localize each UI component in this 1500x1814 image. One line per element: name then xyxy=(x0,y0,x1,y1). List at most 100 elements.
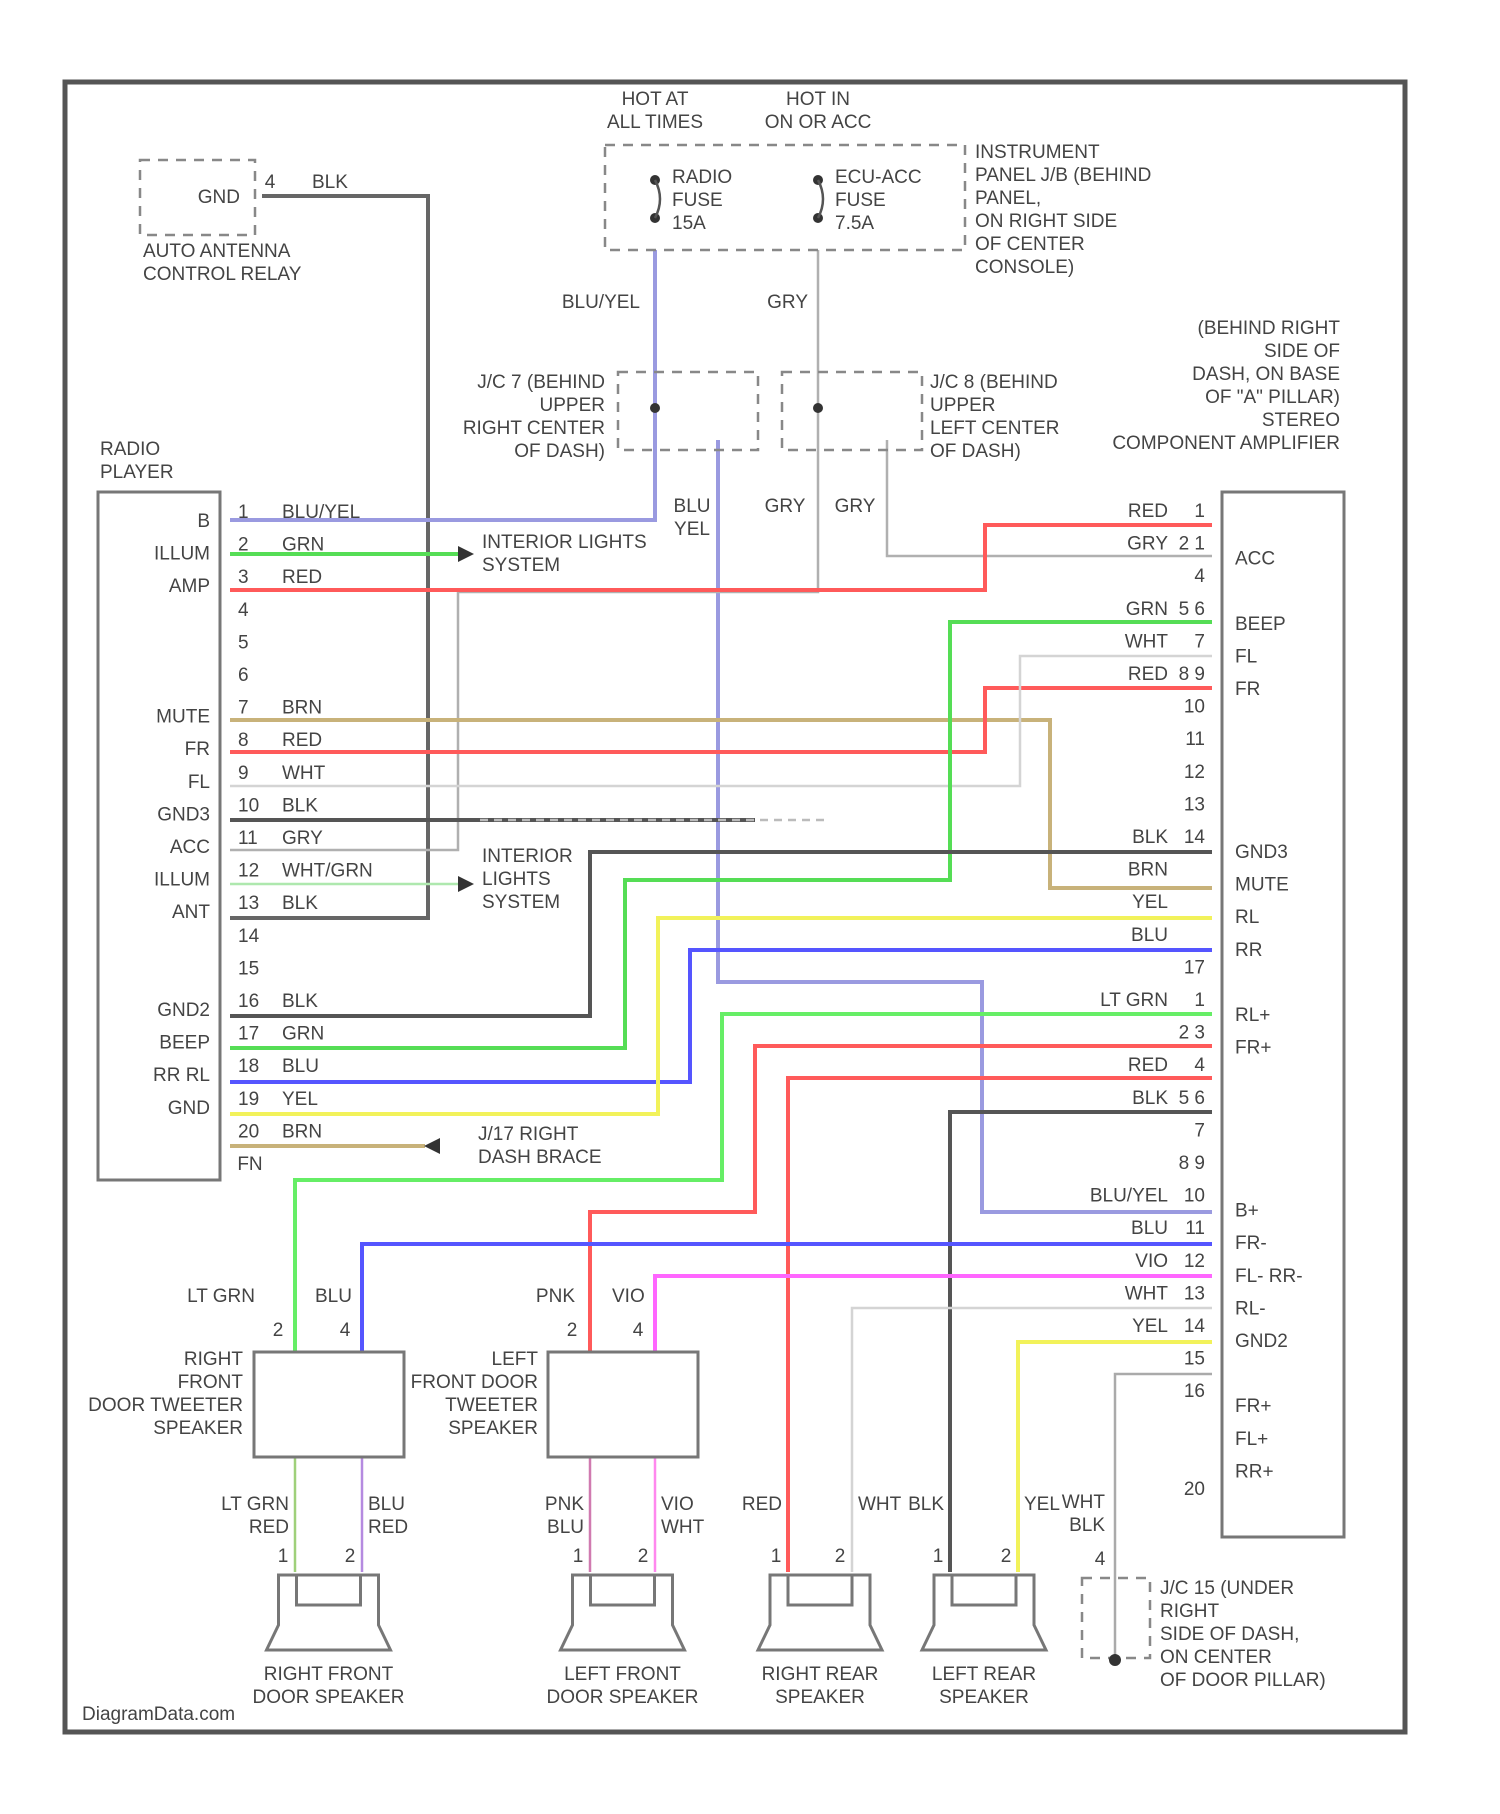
radio-pin-name: ILLUM xyxy=(154,544,210,565)
wire-red-amp xyxy=(230,525,1212,590)
label-speaker-w1: BLK xyxy=(908,1494,944,1515)
amp-pin-wire: GRN xyxy=(1126,599,1168,620)
amp-pin-name: ACC xyxy=(1235,549,1275,570)
amp-pin-name: GND3 xyxy=(1235,842,1288,863)
radio-pin-name: MUTE xyxy=(156,707,210,728)
amp-pin-num: 14 xyxy=(1184,827,1206,848)
radio-pin-num: 12 xyxy=(238,861,259,882)
amp-pin-name: FL+ xyxy=(1235,1429,1268,1450)
label-speaker-p1: 1 xyxy=(573,1546,584,1567)
radio-pin-num: 7 xyxy=(238,698,249,719)
label-antenna-pin: 4 xyxy=(265,172,276,193)
radio-pin-name: B xyxy=(197,511,210,532)
wire-blk-gnd2 xyxy=(230,852,1212,1016)
right-tweeter-box xyxy=(254,1352,404,1457)
amp-pin-num: 2 3 xyxy=(1179,1023,1205,1044)
radio-pin-wire: WHT/GRN xyxy=(282,861,373,882)
amp-pin-name: FR xyxy=(1235,679,1260,700)
radio-pin-name: GND2 xyxy=(157,1000,210,1021)
label-speaker-p2: 2 xyxy=(638,1546,649,1567)
amp-pin-num: 5 6 xyxy=(1179,599,1205,620)
amp-pin-name: BEEP xyxy=(1235,614,1286,635)
label-speaker-w2: YEL xyxy=(1024,1494,1060,1515)
label-left-tweeter: LEFTFRONT DOORTWEETERSPEAKER xyxy=(411,1349,539,1439)
amp-pin-wire: BRN xyxy=(1128,860,1168,881)
amp-pin-wire: BLK xyxy=(1132,1088,1168,1109)
amp-pin-num: 11 xyxy=(1185,729,1205,750)
label-interior-lights-2: INTERIORLIGHTSSYSTEM xyxy=(482,846,573,913)
label-speaker: LEFT FRONTDOOR SPEAKER xyxy=(546,1664,698,1708)
amp-pin-name: FL- RR- xyxy=(1235,1266,1303,1287)
wire-grn-beep xyxy=(230,622,1212,1048)
jc8-box xyxy=(782,372,922,450)
radio-pin-wire: BLK xyxy=(282,795,318,816)
jc7-box xyxy=(618,372,758,450)
amp-pin-name: RR+ xyxy=(1235,1461,1274,1482)
amp-pin-num: 7 xyxy=(1194,631,1205,652)
radio-pin-num: 10 xyxy=(238,795,259,816)
amp-pin-wire: WHT xyxy=(1125,631,1169,652)
amp-pin-name: FR- xyxy=(1235,1233,1267,1254)
radio-pin-wire: RED xyxy=(282,567,322,588)
arrow-interior-lights xyxy=(458,546,474,562)
radio-pin-num: 4 xyxy=(238,600,249,621)
amp-pin-num: 1 xyxy=(1194,990,1205,1011)
amp-pin-num: 17 xyxy=(1184,957,1205,978)
radio-pin-name: FR xyxy=(185,739,210,760)
radio-pin-name: FL xyxy=(188,772,210,793)
wire-wht-rrear xyxy=(852,1308,1212,1572)
radio-pin-wire: BRN xyxy=(282,1121,322,1142)
amp-pin-wire: RED xyxy=(1128,1055,1168,1076)
amp-pin-wire: GRY xyxy=(1127,534,1168,555)
label-radio-last: FN xyxy=(237,1154,262,1175)
speaker-1 xyxy=(561,1575,685,1650)
amp-pin-wire: BLU xyxy=(1131,925,1168,946)
radio-pin-num: 11 xyxy=(238,828,258,849)
amp-pin-name: MUTE xyxy=(1235,875,1289,896)
label-speaker-w2: BLURED xyxy=(368,1494,408,1538)
label-speaker-w2: WHT xyxy=(858,1494,902,1515)
radio-pin-num: 16 xyxy=(238,991,259,1012)
amp-pin-num: 16 xyxy=(1184,1381,1205,1402)
label-speaker: RIGHT REARSPEAKER xyxy=(762,1664,879,1708)
radio-pin-wire: BRN xyxy=(282,698,322,719)
radio-pin-num: 1 xyxy=(238,502,249,523)
speakers xyxy=(267,1575,1047,1650)
amp-pin-num: 14 xyxy=(1184,1316,1206,1337)
amp-pin-name: RL+ xyxy=(1235,1005,1270,1026)
label-speaker-p2: 2 xyxy=(1001,1546,1012,1567)
speaker-0 xyxy=(267,1575,391,1650)
radio-pin-num: 20 xyxy=(238,1121,259,1142)
amp-pin-name: RR xyxy=(1235,940,1262,961)
speaker-shape xyxy=(561,1575,685,1650)
amp-pin-wire: YEL xyxy=(1132,892,1168,913)
label-feed-gry-3: GRY xyxy=(835,496,876,517)
radio-pin-name: ACC xyxy=(170,837,210,858)
label-speaker-p1: 1 xyxy=(933,1546,944,1567)
amp-pin-wire: WHT xyxy=(1125,1283,1169,1304)
label-interior-lights: INTERIOR LIGHTSSYSTEM xyxy=(482,532,647,576)
footer-watermark: DiagramData.com xyxy=(82,1704,235,1725)
label-lt-w2: VIO xyxy=(612,1286,645,1307)
amp-pin-num: 13 xyxy=(1184,1283,1205,1304)
amp-pin-name: FR+ xyxy=(1235,1038,1271,1059)
amp-pin-num: 4 xyxy=(1194,1055,1205,1076)
label-antenna-relay: AUTO ANTENNACONTROL RELAY xyxy=(143,241,302,285)
amp-pin-wire: RED xyxy=(1128,664,1168,685)
radio-pin-num: 3 xyxy=(238,567,249,588)
arrow-interior-lights-2 xyxy=(458,876,474,892)
amp-pin-name: FL xyxy=(1235,646,1257,667)
radio-pin-num: 15 xyxy=(238,958,259,979)
radio-pin-num: 8 xyxy=(238,730,249,751)
label-lt-p1: 2 xyxy=(567,1320,578,1341)
label-jc15-wires: WHTBLK xyxy=(1062,1492,1106,1536)
radio-pin-wire: GRY xyxy=(282,828,323,849)
label-feed-gry-2: GRY xyxy=(765,496,806,517)
